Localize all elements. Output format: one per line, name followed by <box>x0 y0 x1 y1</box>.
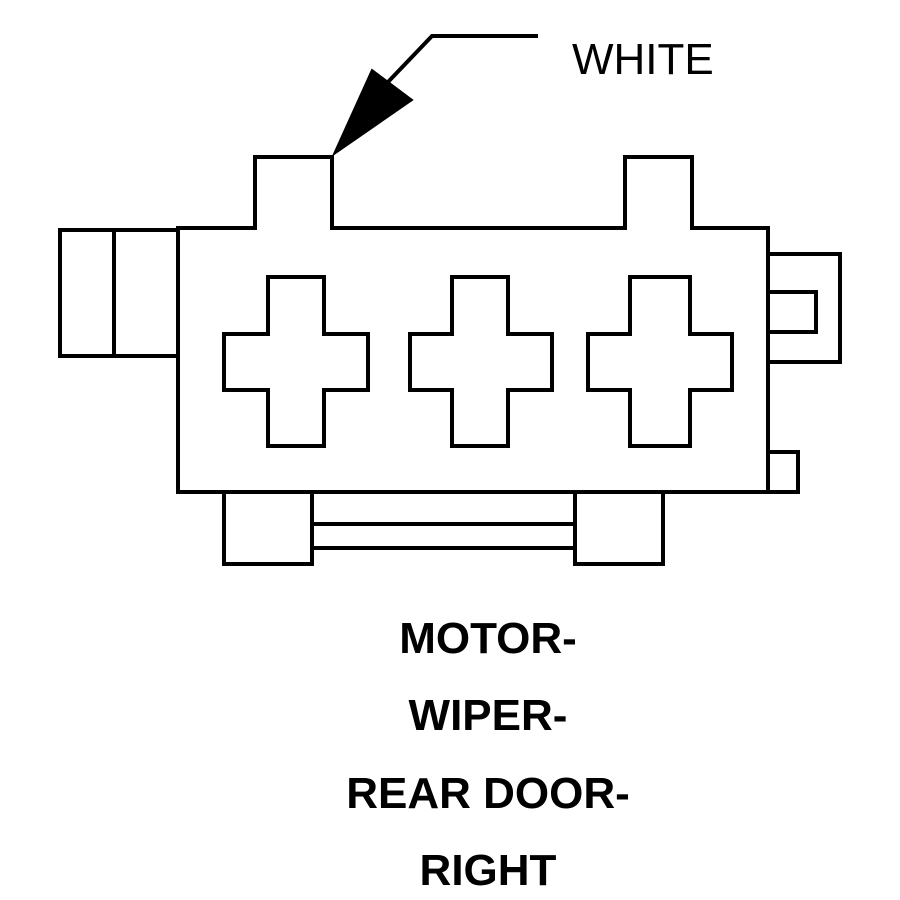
caption-line-1: MOTOR- <box>399 614 577 663</box>
terminal-cavity-1 <box>222 275 370 448</box>
callout-arrow <box>331 34 538 157</box>
right-lower-tab <box>766 450 800 494</box>
terminal-cavity-2 <box>408 275 554 448</box>
left-latch <box>58 228 182 358</box>
caption-line-4: RIGHT <box>420 846 557 895</box>
caption-line-3: REAR DOOR- <box>346 769 630 818</box>
terminal-cavity-3 <box>586 275 734 448</box>
caption-line-2: WIPER- <box>409 691 568 740</box>
color-callout-label: WHITE <box>572 35 714 84</box>
right-latch <box>766 252 842 364</box>
bottom-rail <box>222 490 665 566</box>
